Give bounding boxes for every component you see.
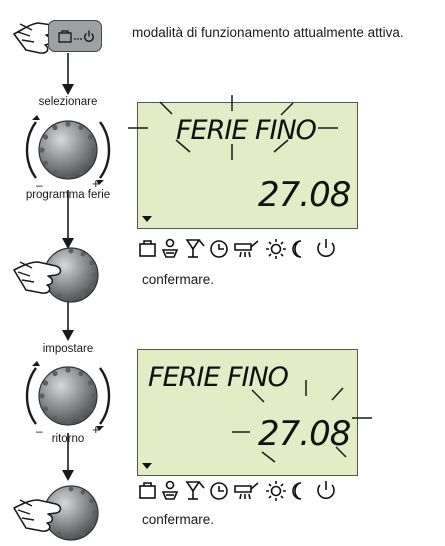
selector-knob[interactable]: [20, 110, 116, 190]
glass-icon: [185, 481, 205, 500]
step3-instruction-text: confermare.: [142, 272, 215, 287]
mode-symbol-icon: [58, 30, 94, 43]
shower-icon: [234, 482, 259, 500]
power-icon: [317, 481, 335, 500]
step1-instruction-text: modalità di funzionamento attualmente at…: [132, 25, 404, 40]
adjust-knob[interactable]: [20, 356, 116, 436]
lcd-display-2: FERIE FINO 27.08: [137, 349, 358, 476]
moon-icon: [292, 482, 302, 500]
plus-mark: +: [92, 176, 100, 191]
glass-icon: [185, 239, 205, 258]
plus-mark-2: +: [92, 422, 100, 437]
clock-icon: [210, 482, 228, 500]
cursor-triangle-icon: [142, 216, 152, 222]
step2-bottom-label: programma ferie: [25, 189, 111, 201]
display1-value: 27.08: [258, 175, 351, 215]
sun-icon: [266, 239, 286, 259]
hand-press-knob-illustration: [12, 246, 112, 304]
minus-mark: –: [36, 178, 43, 192]
minus-mark-2: –: [36, 424, 43, 438]
briefcase-icon: [139, 482, 156, 499]
power-icon: [317, 239, 335, 258]
sun-icon: [266, 481, 286, 501]
step4-top-label: impostare: [42, 343, 94, 355]
display2-title: FERIE FINO: [148, 362, 289, 393]
shower-icon: [234, 240, 259, 258]
mode-icons-row-2: [137, 478, 359, 502]
lcd-display-1: FERIE FINO 27.08: [137, 102, 358, 229]
mode-icons-row-1: [137, 236, 359, 260]
hand-press-knob-illustration-2: [12, 484, 112, 542]
briefcase-icon: [139, 240, 156, 257]
party-icon: [161, 480, 179, 500]
moon-icon: [292, 240, 302, 258]
clock-icon: [210, 240, 228, 258]
party-icon: [161, 238, 179, 258]
hand-press-button-illustration: [12, 10, 122, 60]
display1-title: FERIE FINO: [176, 115, 317, 146]
step2-top-label: selezionare: [38, 96, 98, 108]
cursor-triangle-icon-2: [142, 463, 152, 469]
step5-instruction-text: confermare.: [142, 512, 215, 527]
step4-bottom-label: ritorno: [51, 433, 85, 445]
mode-button[interactable]: [48, 20, 102, 52]
